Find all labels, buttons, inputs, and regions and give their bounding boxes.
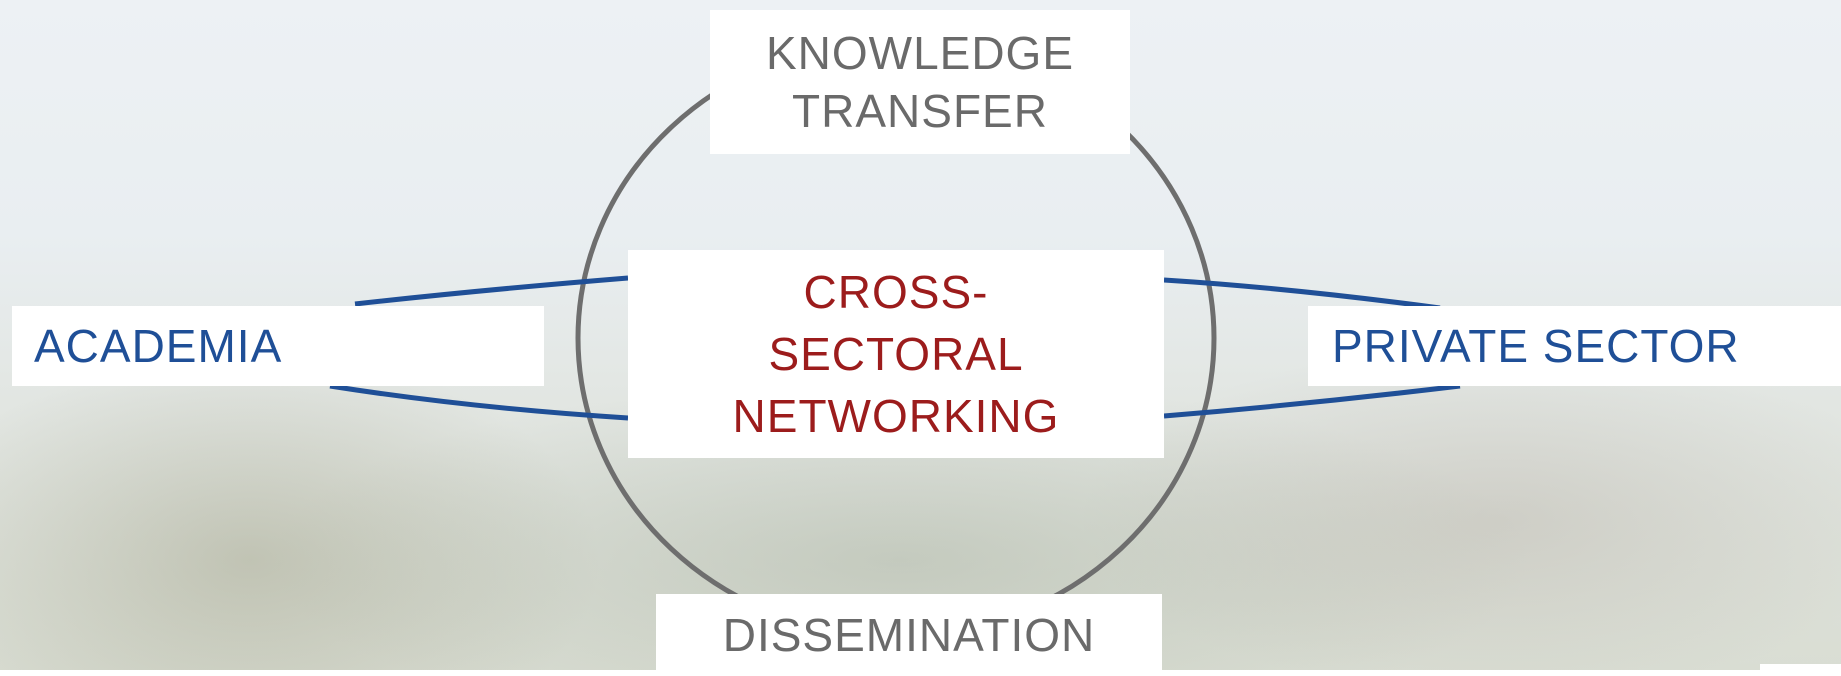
connector-right-upper <box>1163 277 1441 311</box>
connector-left-upper <box>354 275 629 307</box>
academia-label: ACADEMIA <box>34 320 283 372</box>
connector-left-lower <box>329 383 629 421</box>
center-line1: CROSS- <box>803 266 989 318</box>
connector-right-lower <box>1163 383 1461 419</box>
dissemination-box: DISSEMINATION <box>656 594 1162 676</box>
private-sector-label: PRIVATE SECTOR <box>1332 320 1740 372</box>
corner-patch <box>1760 664 1841 670</box>
academia-box: ACADEMIA <box>12 306 544 386</box>
knowledge-transfer-line2: TRANSFER <box>792 85 1048 137</box>
knowledge-transfer-box: KNOWLEDGE TRANSFER <box>710 10 1130 154</box>
dissemination-label: DISSEMINATION <box>722 609 1096 661</box>
private-sector-box: PRIVATE SECTOR <box>1308 306 1841 386</box>
center-line2: SECTORAL <box>768 328 1024 380</box>
cross-sectoral-networking-box: CROSS- SECTORAL NETWORKING <box>628 250 1164 458</box>
center-line3: NETWORKING <box>732 390 1060 442</box>
knowledge-transfer-line1: KNOWLEDGE <box>765 27 1075 79</box>
